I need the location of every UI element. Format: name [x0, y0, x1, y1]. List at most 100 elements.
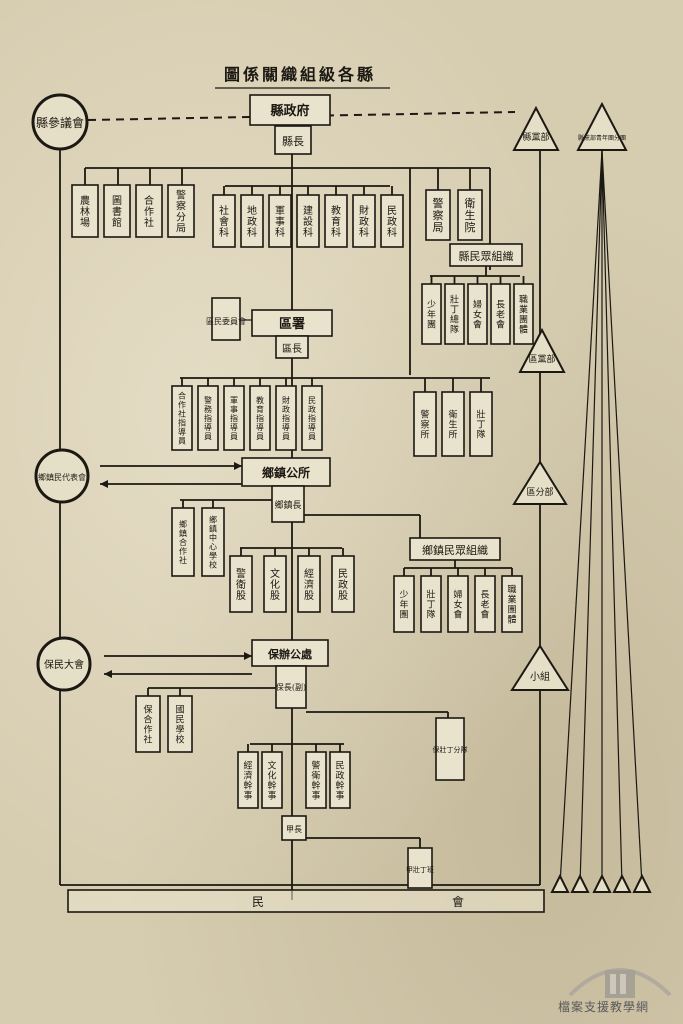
- district-agency-0-label: 警察所: [420, 409, 429, 441]
- party-small-group-3: [612, 873, 632, 893]
- jia-youth-label: 甲壯丁班: [406, 865, 434, 874]
- district-agency-1-label: 衛生所: [448, 409, 457, 441]
- county-section-2-label: 軍事科: [275, 205, 285, 239]
- county-section-5: 財政科: [352, 186, 376, 248]
- county-section-1: 地政科: [240, 186, 264, 248]
- town-people-4-label: 職業團體: [507, 585, 516, 626]
- bao-left-1-label: 國民學校: [175, 705, 184, 746]
- county-people-2: 婦女會: [467, 276, 488, 345]
- bao-left: 保合作社 國民學校: [135, 695, 193, 753]
- party-town: 區分部: [512, 460, 568, 505]
- party-group: 小組: [510, 644, 570, 691]
- bao-left-0: 保合作社: [135, 695, 161, 753]
- party-small-group-4: [632, 873, 652, 893]
- town-people-2: 婦女會: [447, 568, 469, 633]
- county-office-0: 農林場: [71, 184, 99, 238]
- district-agency-0: 警察所: [413, 378, 437, 457]
- county-office-2: 合作社: [135, 184, 163, 238]
- county-section-3-label: 建設科: [303, 204, 313, 239]
- county-people-3-label: 長老會: [496, 300, 505, 331]
- district-agency-1: 衛生所: [441, 378, 465, 457]
- county-people-0-label: 少年團: [427, 300, 436, 331]
- county-people-groups: 少年團 壯丁總隊 婦女會 長老會 職業團體: [421, 276, 534, 345]
- district-staff-5-label: 民政指導員: [308, 396, 316, 441]
- district-staff-1: 警務指導員: [197, 378, 219, 451]
- county-council-label: 縣參議會: [36, 115, 84, 130]
- town-unit-2: 經濟股: [297, 548, 321, 613]
- county-office-1-label: 圖書館: [112, 195, 122, 229]
- county-office-1: 圖書館: [103, 184, 131, 238]
- county-people-2-label: 婦女會: [473, 299, 482, 331]
- county-head-label: 縣長: [282, 135, 304, 148]
- town-people-3: 長老會: [474, 568, 496, 633]
- county-section-0-label: 社會科: [219, 204, 229, 239]
- district-staff-1-label: 警務指導員: [204, 395, 212, 441]
- town-people-org-label: 鄉鎮民眾組織: [422, 543, 488, 557]
- county-people-4-label: 職業團體: [519, 295, 528, 336]
- county-office-3: 警察分局: [167, 184, 195, 238]
- county-agency-0: 警察局: [425, 189, 451, 241]
- district-committee-label: 區民委員會: [206, 316, 246, 326]
- county-section-4-label: 教育科: [331, 204, 341, 239]
- bao-officer-0: 經濟幹事: [237, 744, 259, 809]
- county-section-6-label: 民政科: [387, 205, 397, 239]
- town-people-1: 壯丁隊: [420, 568, 442, 633]
- party-tall-pyramid: 縣黨部青年團分團: [550, 101, 652, 893]
- town-council: 鄉鎮民代表會: [34, 448, 90, 504]
- county-office-3-label: 警察分局: [176, 188, 186, 234]
- bottom-assembly-left: 民: [252, 895, 264, 909]
- county-people-org-label: 縣民眾組織: [459, 250, 514, 263]
- county-people-1-label: 壯丁總隊: [450, 294, 459, 336]
- county-gov-label: 縣政府: [270, 103, 309, 119]
- town-unit-1: 文化股: [263, 548, 287, 613]
- district-agency-2-label: 壯丁隊: [476, 409, 485, 441]
- party-group-label: 小組: [530, 670, 550, 683]
- county-section-0: 社會科: [212, 186, 236, 248]
- watermark-text: 檔案支援教學網: [558, 1000, 650, 1014]
- town-people-groups: 少年團 壯丁隊 婦女會 長老會 職業團體: [393, 568, 523, 633]
- town-left-1: 鄉鎮中心學校: [201, 500, 225, 577]
- county-people-0: 少年團: [421, 276, 442, 345]
- town-unit-3-label: 民政股: [338, 568, 348, 602]
- jia-head-label: 甲長: [286, 825, 302, 834]
- town-people-2-label: 婦女會: [453, 589, 462, 621]
- party-district-label: 區黨部: [528, 353, 555, 365]
- county-office-2-label: 合作社: [144, 194, 154, 229]
- town-council-label: 鄉鎮民代表會: [38, 472, 86, 482]
- bao-assembly: 保民大會: [36, 636, 92, 692]
- bao-office-label: 保辦公處: [267, 647, 313, 661]
- county-section-6: 民政科: [380, 186, 404, 248]
- county-section-1-label: 地政科: [247, 204, 257, 239]
- town-unit-0: 警衛股: [229, 548, 253, 613]
- bao-officer-3-label: 民政幹事: [335, 761, 344, 802]
- party-small-group-1: [570, 873, 590, 893]
- district-office-label: 區署: [279, 317, 305, 332]
- county-left-offices: 農林場 圖書館 合作社 警察分局: [71, 184, 195, 238]
- bao-left-1: 國民學校: [167, 695, 193, 753]
- county-section-3: 建設科: [296, 186, 320, 248]
- town-people-1-label: 壯丁隊: [426, 589, 435, 621]
- district-staff-0-label: 合作社指導員: [178, 391, 186, 446]
- district-staff-2: 軍事指導員: [223, 378, 245, 451]
- town-people-0: 少年團: [393, 568, 415, 633]
- town-people-3-label: 長老會: [480, 590, 489, 621]
- bao-youth-label: 保壯丁分隊: [433, 745, 468, 754]
- party-county-label: 縣黨部: [522, 131, 549, 143]
- county-section-2: 軍事科: [268, 186, 292, 248]
- county-sections: 社會科 地政科 軍事科 建設科 教育科 財政科 民政科: [212, 186, 404, 248]
- bao-officer-0-label: 經濟幹事: [243, 760, 252, 802]
- bao-officer-2: 警衛幹事: [305, 744, 327, 809]
- district-agency-2: 壯丁隊: [469, 378, 493, 457]
- county-people-1: 壯丁總隊: [444, 276, 465, 345]
- party-county: 縣黨部: [512, 105, 560, 151]
- town-head-label: 鄉鎮長: [274, 499, 301, 511]
- party-tall-label: 縣黨部青年團分團: [578, 134, 626, 142]
- town-people-4: 職業團體: [501, 568, 523, 633]
